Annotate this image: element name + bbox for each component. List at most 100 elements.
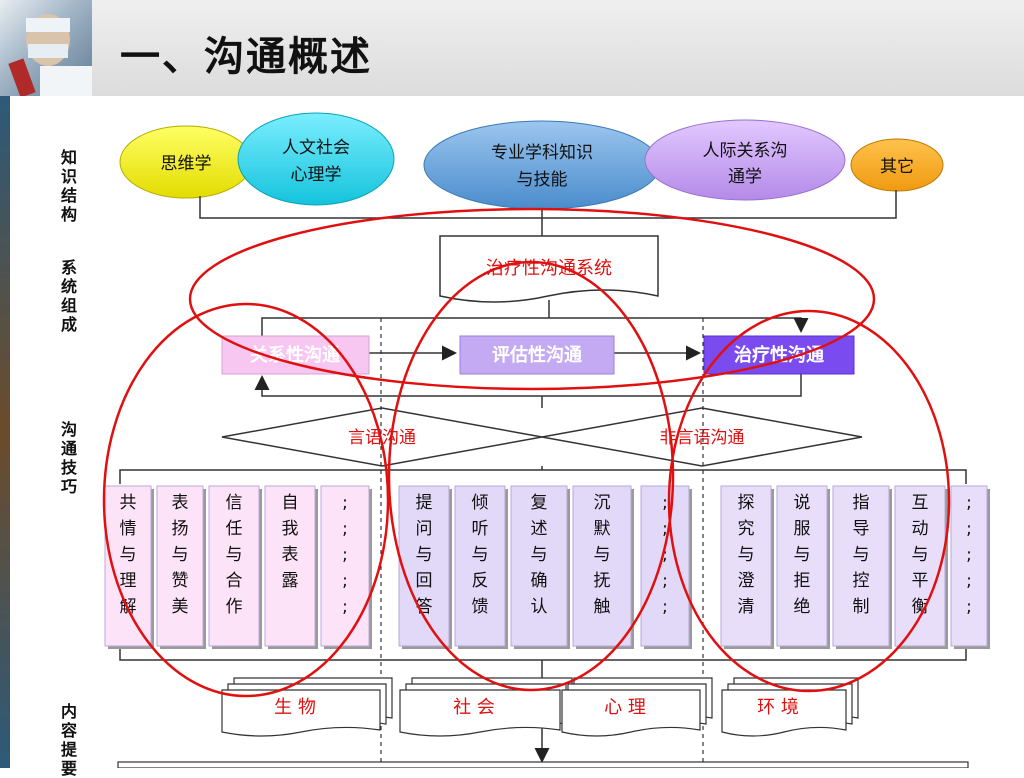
skill-card (454, 485, 506, 647)
comm-type-label: 非言语沟通 (660, 428, 745, 448)
highlight-left (102, 302, 390, 698)
skill-card (572, 485, 632, 647)
bubble-label: 专业学科知识 (491, 143, 593, 163)
skill-card-char: 答 (416, 597, 433, 617)
skill-card-char: 与 (226, 545, 243, 565)
skill-card (510, 485, 568, 647)
skill-card-char: 探 (738, 493, 755, 513)
bubble-other (850, 138, 944, 192)
skill-card-char: 究 (738, 519, 755, 539)
stage-label: 关系性沟通 (250, 344, 340, 366)
skill-card-char: 提 (416, 493, 433, 513)
skill-card-char: 回 (416, 571, 433, 591)
skill-card-char: ; (342, 519, 348, 539)
skill-card-char: 与 (912, 545, 929, 565)
skill-card-char: 任 (226, 519, 243, 539)
left-decor-strip (0, 96, 10, 768)
skill-card-char: ; (342, 545, 348, 565)
stage-assessment (459, 335, 615, 375)
skill-card (398, 485, 450, 647)
skill-card (832, 485, 890, 647)
diamond-nonverbal (541, 407, 863, 467)
skill-card-char: 倾 (472, 493, 489, 513)
skill-card-char: 信 (226, 493, 243, 513)
skill-card-char: ; (662, 571, 668, 591)
skill-card-char: 表 (282, 545, 299, 565)
slide-title: 一、沟通概述 (120, 34, 372, 80)
bottom-box (117, 761, 969, 768)
stage-label: 治疗性沟通 (734, 344, 824, 366)
stage-relational (221, 335, 370, 375)
skill-card (720, 485, 772, 647)
content-box-layer (721, 689, 847, 737)
skill-card-char: ; (342, 493, 348, 513)
skill-card-char: 听 (472, 519, 489, 539)
bubble-label: 心理学 (291, 165, 342, 185)
skill-card-char: 平 (912, 571, 929, 591)
skill-card-char: 与 (531, 545, 548, 565)
comm-type-diamonds (221, 407, 863, 467)
skill-card-char: 衡 (912, 597, 929, 617)
bubble-label: 思维学 (161, 154, 212, 174)
skill-card-char: 沉 (594, 493, 611, 513)
skill-card-char: 与 (853, 545, 870, 565)
skill-card-char: 理 (120, 571, 137, 591)
skill-card-char: 触 (594, 597, 611, 617)
skill-card (264, 485, 316, 647)
bubble-humanities (237, 112, 395, 206)
skill-card-char: 与 (120, 545, 137, 565)
content-box-layer (561, 689, 701, 737)
skill-card-char: ; (966, 519, 972, 539)
skill-card-char: 扬 (172, 519, 189, 539)
skill-card-char: 馈 (472, 597, 489, 617)
skill-card-char: 清 (738, 597, 755, 617)
skill-card-char: 拒 (794, 571, 811, 591)
skill-card (640, 485, 690, 647)
skill-card-char: 确 (531, 571, 548, 591)
skill-card-char: 认 (531, 597, 548, 617)
bubble-label: 与技能 (517, 170, 568, 190)
skill-card-char: 与 (738, 545, 755, 565)
skill-card-char: 抚 (594, 571, 611, 591)
bubble-label: 人文社会 (282, 138, 350, 158)
skill-card-char: 情 (120, 519, 137, 539)
stage-connectors (254, 300, 809, 408)
skill-card-char: 美 (172, 597, 189, 617)
skill-card (776, 485, 828, 647)
system-label: 治疗性沟通系统 (486, 258, 612, 279)
content-box-label: 环 境 (757, 697, 799, 718)
skill-card-char: 复 (531, 493, 548, 513)
skill-card-char: 导 (853, 519, 870, 539)
skill-card-char: 说 (794, 493, 811, 513)
content-box-label: 生 物 (274, 697, 316, 718)
skill-card-char: 澄 (738, 571, 755, 591)
bubble-label: 通学 (728, 167, 762, 187)
skill-card-char: ; (662, 493, 668, 513)
highlight-right (667, 309, 951, 693)
highlight-middle (387, 260, 675, 692)
skill-card-char: 我 (282, 519, 299, 539)
skill-card (320, 485, 370, 647)
skill-card-char: 问 (416, 519, 433, 539)
skill-card-char: 互 (912, 493, 929, 513)
knowledge-bubble-labels: 思维学 人文社会 心理学 专业学科知识 与技能 人际关系沟 通学 其它 (161, 138, 915, 190)
bubble-professional (423, 120, 661, 210)
content-box-label: 社 会 (453, 697, 495, 718)
content-boxes: 生 物社 会心 理环 境 (221, 677, 859, 737)
label-knowledge: 知识结构 (60, 148, 77, 224)
skill-card-char: 制 (853, 597, 870, 617)
skill-card-char: 与 (594, 545, 611, 565)
skill-card-char: 合 (226, 571, 243, 591)
skill-card-char: ; (966, 597, 972, 617)
skill-card-char: 与 (794, 545, 811, 565)
bubble-interpersonal (644, 119, 846, 201)
doctor-photo-art (8, 14, 92, 96)
knowledge-bubbles (119, 112, 944, 210)
bubble-label: 人际关系沟 (703, 141, 788, 161)
skill-card-char: ; (342, 597, 348, 617)
skill-card-char: 服 (794, 519, 811, 539)
skill-card-char: 绝 (794, 597, 811, 617)
skill-card-char: ; (662, 545, 668, 565)
skill-card-char: 与 (472, 545, 489, 565)
